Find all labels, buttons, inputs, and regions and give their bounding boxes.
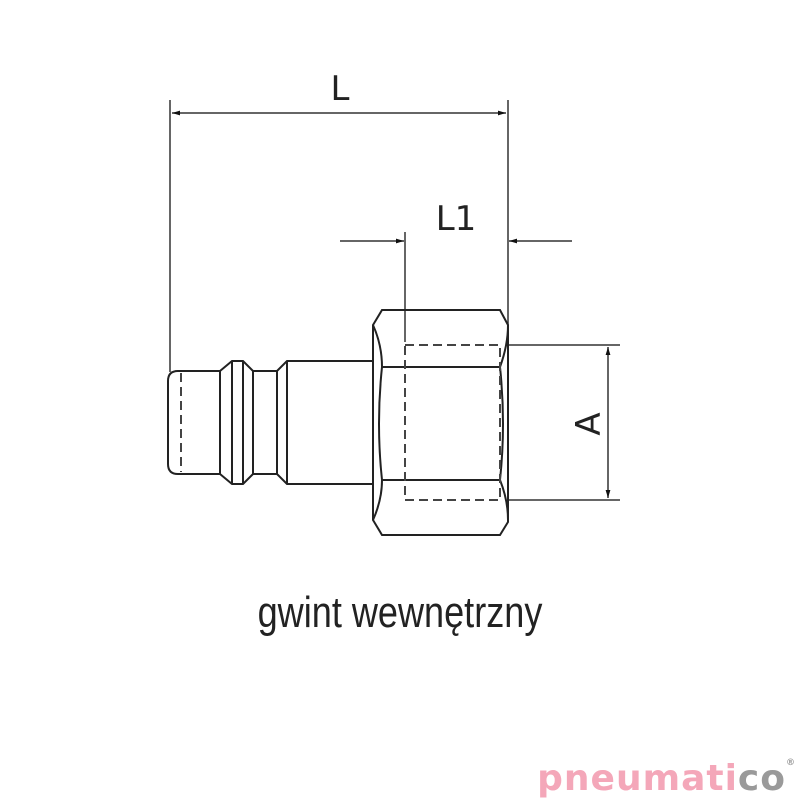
registered-mark: ® (786, 758, 796, 768)
hex-body (372, 309, 509, 536)
caption: gwint wewnętrzny (257, 588, 543, 637)
dimension-l: L (169, 69, 509, 372)
coupling-plug (167, 360, 373, 485)
logo-text-secondary: co (737, 758, 786, 799)
dimension-l1-label: L1 (436, 199, 477, 239)
dimension-l-label: L (331, 69, 350, 109)
dimension-l1: L1 (340, 199, 572, 342)
dimension-a: A (508, 344, 620, 501)
dimension-a-label: A (569, 412, 609, 435)
logo-text-primary: pneumati (537, 758, 738, 799)
pneumatico-logo: pneumatico® (537, 758, 796, 799)
